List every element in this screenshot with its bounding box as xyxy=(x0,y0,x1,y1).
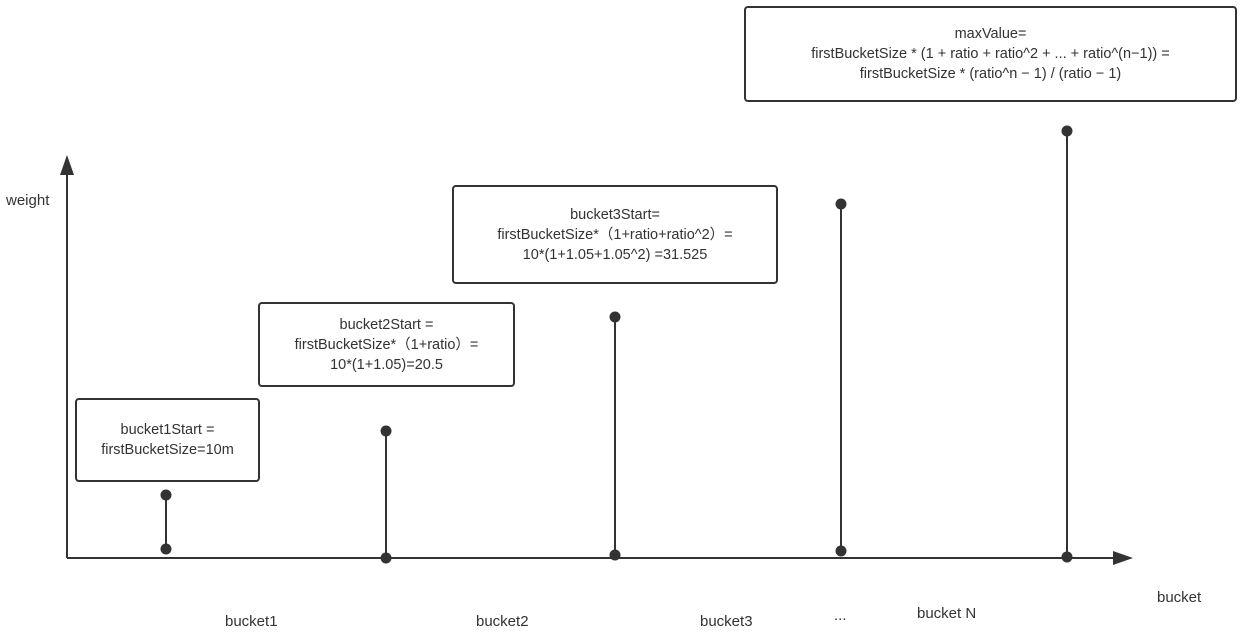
max-value-box: maxValue= firstBucketSize * (1 + ratio +… xyxy=(744,6,1237,102)
bucket2-start-box: bucket2Start = firstBucketSize*（1+ratio）… xyxy=(258,302,515,387)
annotation-line: firstBucketSize * (1 + ratio + ratio^2 +… xyxy=(811,46,1170,62)
annotation-line: 10*(1+1.05)=20.5 xyxy=(330,356,443,373)
x-axis-arrow xyxy=(1113,551,1133,565)
bucket-n-minus-stem xyxy=(835,198,847,557)
y-axis-arrow xyxy=(60,155,74,175)
bucket2-stem xyxy=(380,425,392,564)
x-axis-label: bucket xyxy=(1157,589,1202,606)
bucket3-start-box: bucket3Start= firstBucketSize*（1+ratio+r… xyxy=(452,185,778,284)
annotation-line: firstBucketSize=10m xyxy=(101,442,234,458)
bucket-label: bucket N xyxy=(917,605,977,622)
bucket-label: bucket3 xyxy=(700,613,753,630)
bucket-label: bucket2 xyxy=(476,613,529,630)
annotation-line: bucket3Start= xyxy=(570,206,660,223)
annotation-line: maxValue= xyxy=(954,26,1027,42)
y-axis-label: weight xyxy=(6,192,50,209)
annotation-line: firstBucketSize*（1+ratio）= xyxy=(294,336,479,353)
annotation-line: 10*(1+1.05+1.05^2) =31.525 xyxy=(522,246,708,263)
bucket-label: bucket1 xyxy=(225,613,278,630)
bucket3-stem xyxy=(609,311,621,561)
bucket-label-ellipsis: ... xyxy=(834,607,847,624)
annotation-line: firstBucketSize*（1+ratio+ratio^2）= xyxy=(497,226,733,243)
bucket1-start-box: bucket1Start = firstBucketSize=10m xyxy=(75,398,260,482)
bucket1-stem xyxy=(160,489,172,555)
bucket-max-stem xyxy=(1061,125,1073,563)
annotation-line: bucket1Start = xyxy=(120,422,215,438)
annotation-line: firstBucketSize * (ratio^n − 1) / (ratio… xyxy=(859,66,1122,82)
annotation-line: bucket2Start = xyxy=(339,316,434,333)
